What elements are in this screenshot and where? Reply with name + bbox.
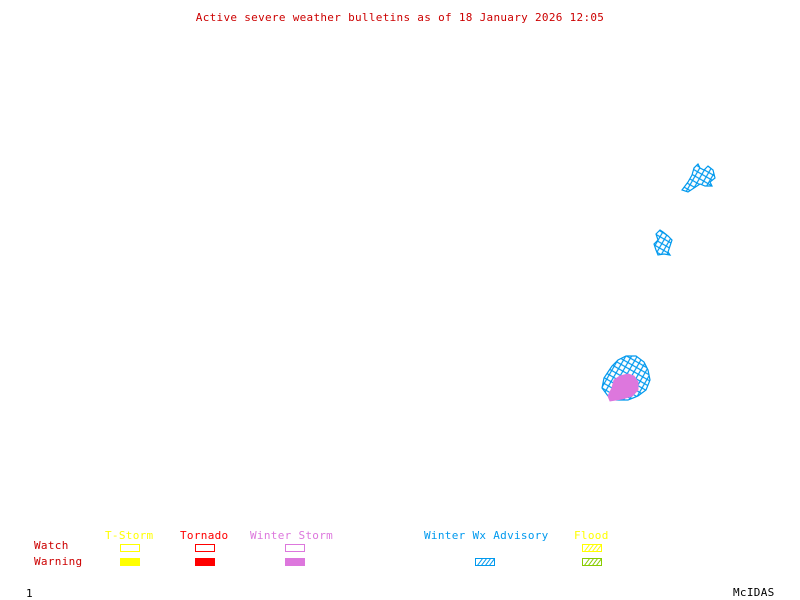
winter-wx-advisory-area-middle [653,229,673,256]
winter-storm-warning-area [607,373,639,402]
legend-flood-warning-swatch [582,558,602,566]
legend-header-tornado: Tornado [180,529,229,542]
legend-tstorm-watch-swatch [120,544,140,552]
legend-tstorm-warning-swatch [120,558,140,566]
legend-header-tstorm: T-Storm [105,529,154,542]
legend-tornado-warning-swatch [195,558,215,566]
winter-wx-advisory-area-north [681,162,716,193]
page-title: Active severe weather bulletins as of 18… [195,11,605,24]
legend-winter-storm-warning-swatch [285,558,305,566]
legend-row-warning: Warning [34,555,83,568]
legend-row-watch: Watch [34,539,69,552]
legend-tornado-watch-swatch [195,544,215,552]
legend-header-winter-wx-advisory: Winter Wx Advisory [424,529,549,542]
frame-number: 1 [26,587,33,600]
legend-flood-watch-swatch [582,544,602,552]
legend-header-flood: Flood [574,529,609,542]
legend-header-winter-storm: Winter Storm [250,529,334,542]
legend-winter-storm-watch-swatch [285,544,305,552]
legend-winter-wx-advisory-swatch [475,558,495,566]
brand-label: McIDAS [733,586,775,599]
